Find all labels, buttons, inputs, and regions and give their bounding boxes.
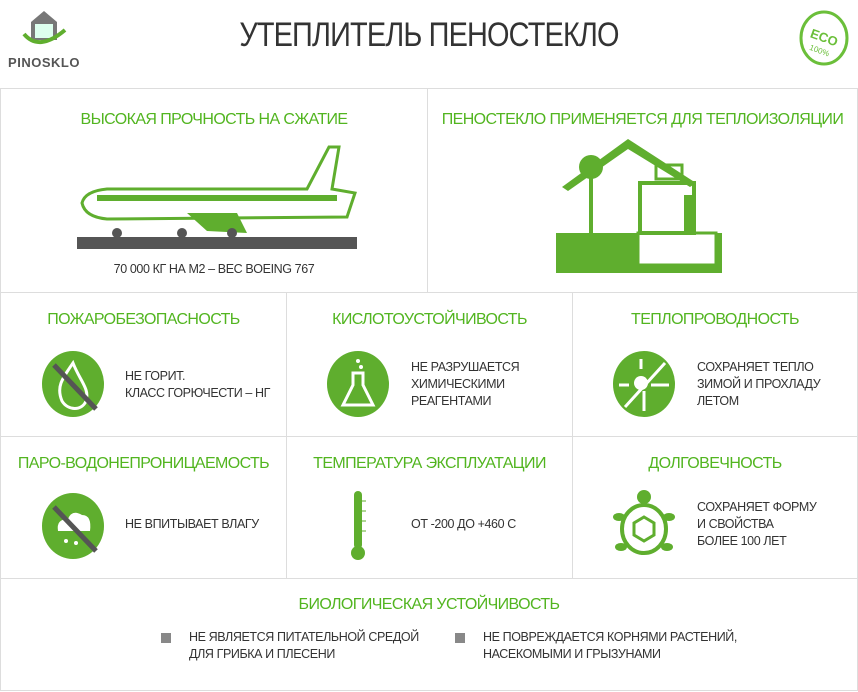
strength-text: 70 000 КГ НА М2 – ВЕС BOEING 767 xyxy=(113,262,315,276)
temp-text: ОТ -200 ДО +460 С xyxy=(411,517,516,531)
acid-line: РЕАГЕНТАМИ xyxy=(411,394,492,408)
usage-title: ПЕНОСТЕКЛО ПРИМЕНЯЕТСЯ ДЛЯ ТЕПЛОИЗОЛЯЦИИ xyxy=(441,111,844,128)
strength-title: ВЫСОКАЯ ПРОЧНОСТЬ НА СЖАТИЕ xyxy=(80,111,349,128)
thermal-text: СОХРАНЯЕТ ТЕПЛО ЗИМОЙ И ПРОХЛАДУ ЛЕТОМ xyxy=(697,359,821,410)
bullet-square xyxy=(455,633,465,643)
bio-item: НЕ ЯВЛЯЕТСЯ ПИТАТЕЛЬНОЙ СРЕДОЙ ДЛЯ ГРИБКА… xyxy=(161,629,419,663)
fire-line: НЕ ГОРИТ. xyxy=(125,369,186,383)
acid-line: НЕ РАЗРУШАЕТСЯ xyxy=(411,360,520,374)
flask-icon xyxy=(327,351,389,417)
fire-line: КЛАСС ГОРЮЧЕСТИ – НГ xyxy=(125,386,271,400)
page-title: УТЕПЛИТЕЛЬ ПЕНОСТЕКЛО xyxy=(239,16,619,54)
bio-line: НАСЕКОМЫМИ И ГРЫЗУНАМИ xyxy=(483,647,661,661)
bullet-square xyxy=(161,633,171,643)
cell-durability: ДОЛГОВЕЧНОСТЬ СОХРАНЯЕТ ФОРМУ И СВОЙСТВА Б… xyxy=(573,437,858,579)
thermal-line: ЛЕТОМ xyxy=(697,394,739,408)
vapor-text: НЕ ВПИТЫВАЕТ ВЛАГУ xyxy=(125,517,259,531)
thermometer-icon xyxy=(351,491,366,560)
house-logo-icon xyxy=(22,11,67,44)
durability-line: БОЛЕЕ 100 ЛЕТ xyxy=(697,534,787,548)
vapor-title: ПАРО-ВОДОНЕПРОНИЦАЕМОСТЬ xyxy=(17,455,270,472)
fire-text: НЕ ГОРИТ. КЛАСС ГОРЮЧЕСТИ – НГ xyxy=(125,368,270,402)
no-rain-icon xyxy=(42,493,104,559)
bio-item: НЕ ПОВРЕЖДАЕТСЯ КОРНЯМИ РАСТЕНИЙ, НАСЕКОМ… xyxy=(455,629,737,663)
turtle-icon xyxy=(613,490,675,555)
acid-text: НЕ РАЗРУШАЕТСЯ ХИМИЧЕСКИМИ РЕАГЕНТАМИ xyxy=(411,359,520,410)
bio-line: НЕ ПОВРЕЖДАЕТСЯ КОРНЯМИ РАСТЕНИЙ, xyxy=(483,630,737,644)
temp-title: ТЕМПЕРАТУРА ЭКСПЛУАТАЦИИ xyxy=(313,455,546,472)
thermal-line: СОХРАНЯЕТ ТЕПЛО xyxy=(697,360,814,374)
acid-title: КИСЛОТОУСТОЙЧИВОСТЬ xyxy=(332,311,527,328)
fire-title: ПОЖАРОБЕЗОПАСНОСТЬ xyxy=(47,311,240,328)
durability-line: СОХРАНЯЕТ ФОРМУ xyxy=(697,500,817,514)
logo-text: PINOSKLO xyxy=(8,55,80,70)
cell-fire: ПОЖАРОБЕЗОПАСНОСТЬ НЕ ГОРИТ. КЛАСС ГОРЮЧЕ… xyxy=(1,293,287,437)
cell-bio: БИОЛОГИЧЕСКАЯ УСТОЙЧИВОСТЬ НЕ ЯВЛЯЕТСЯ П… xyxy=(1,579,858,691)
sun-snowflake-icon xyxy=(613,351,675,417)
logo: PINOSKLO xyxy=(8,8,80,70)
no-fire-icon xyxy=(42,351,104,417)
cell-usage: ПЕНОСТЕКЛО ПРИМЕНЯЕТСЯ ДЛЯ ТЕПЛОИЗОЛЯЦИИ xyxy=(428,89,858,293)
bio-title: БИОЛОГИЧЕСКАЯ УСТОЙЧИВОСТЬ xyxy=(298,596,561,613)
bio-line: ДЛЯ ГРИБКА И ПЛЕСЕНИ xyxy=(189,647,335,661)
house-icon xyxy=(556,139,722,273)
acid-line: ХИМИЧЕСКИМИ xyxy=(411,377,505,391)
cell-temp: ТЕМПЕРАТУРА ЭКСПЛУАТАЦИИ ОТ -200 ДО +460… xyxy=(287,437,573,579)
durability-text: СОХРАНЯЕТ ФОРМУ И СВОЙСТВА БОЛЕЕ 100 ЛЕТ xyxy=(697,499,817,550)
durability-title: ДОЛГОВЕЧНОСТЬ xyxy=(648,455,782,472)
cell-strength: ВЫСОКАЯ ПРОЧНОСТЬ НА СЖАТИЕ 70 000 КГ НА… xyxy=(1,89,428,293)
thermal-line: ЗИМОЙ И ПРОХЛАДУ xyxy=(697,377,821,391)
cell-vapor: ПАРО-ВОДОНЕПРОНИЦАЕМОСТЬ НЕ ВПИТЫВАЕТ ВЛ… xyxy=(1,437,287,579)
cell-thermal: ТЕПЛОПРОВОДНОСТЬ СОХРАНЯЕТ ТЕПЛО ЗИМОЙ И … xyxy=(573,293,858,437)
durability-line: И СВОЙСТВА xyxy=(697,517,774,531)
airplane-icon xyxy=(77,145,357,249)
thermal-title: ТЕПЛОПРОВОДНОСТЬ xyxy=(631,311,800,328)
features-grid: ВЫСОКАЯ ПРОЧНОСТЬ НА СЖАТИЕ 70 000 КГ НА… xyxy=(0,88,858,691)
bio-line: НЕ ЯВЛЯЕТСЯ ПИТАТЕЛЬНОЙ СРЕДОЙ xyxy=(189,630,419,644)
cell-acid: КИСЛОТОУСТОЙЧИВОСТЬ НЕ РАЗРУШАЕТСЯ ХИМИЧЕ… xyxy=(287,293,573,437)
